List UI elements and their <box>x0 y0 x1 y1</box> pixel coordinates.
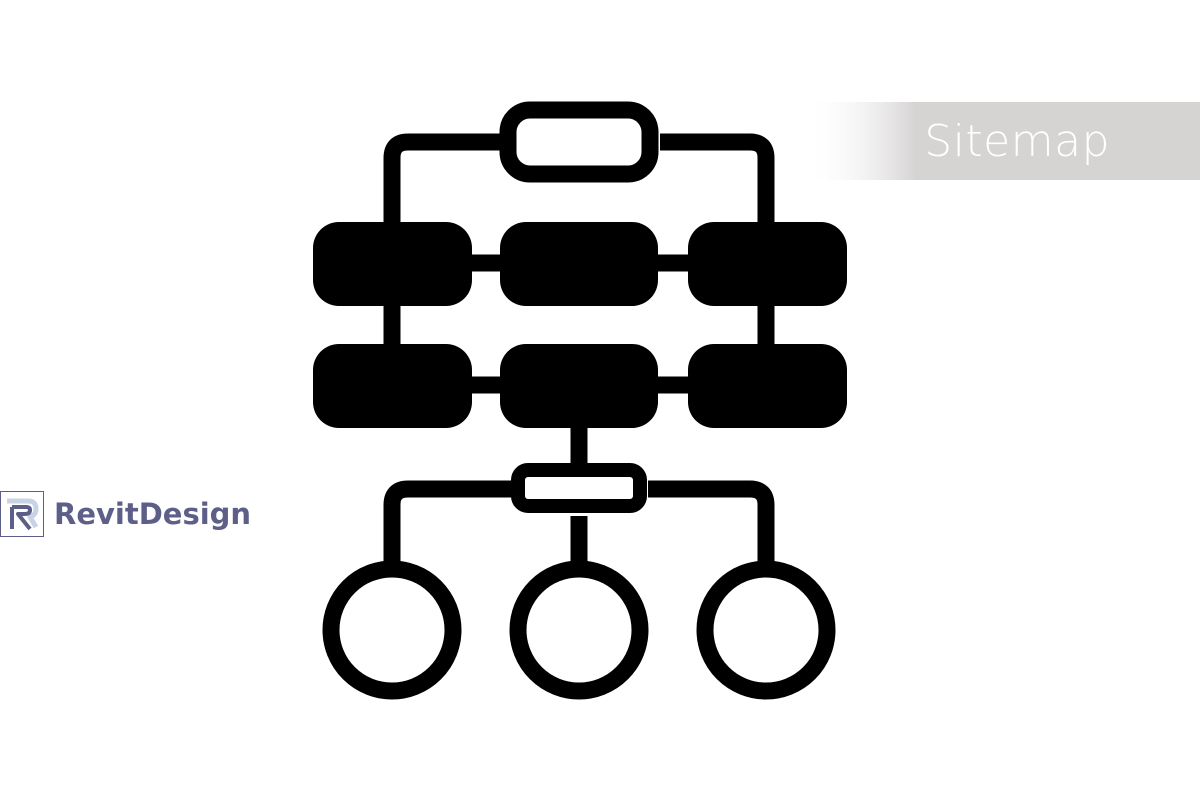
title-banner <box>805 102 1200 180</box>
brand-logo: RevitDesign <box>0 491 251 537</box>
revitdesign-logo-icon <box>0 491 44 537</box>
sitemap-node <box>500 222 658 306</box>
page-title: Sitemap <box>924 116 1110 167</box>
sitemap-node <box>688 222 847 306</box>
sitemap-icon <box>313 101 847 700</box>
sitemap-node <box>313 344 472 428</box>
sitemap-node <box>500 344 658 428</box>
sitemap-junction-node <box>511 463 647 513</box>
sitemap-leaf-node <box>322 560 462 700</box>
sitemap-node <box>688 344 847 428</box>
brand-name: RevitDesign <box>54 497 252 531</box>
sitemap-node <box>313 222 472 306</box>
sitemap-leaf-node <box>509 560 649 700</box>
sitemap-leaf-node <box>696 560 836 700</box>
sitemap-top-node <box>499 101 659 183</box>
